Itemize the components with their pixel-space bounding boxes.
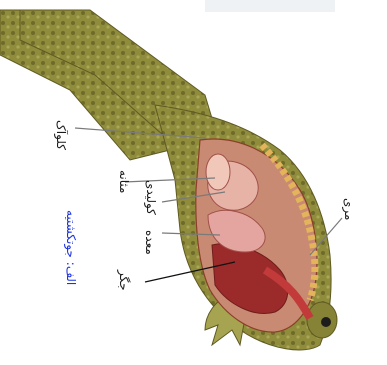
- label-bladder: مثانه: [118, 170, 130, 193]
- top-patch: [205, 0, 335, 12]
- frog-eye: [321, 317, 331, 327]
- figure-caption: الف: جوتکشتیه: [65, 210, 77, 285]
- label-liver: جگر: [118, 270, 130, 291]
- bladder-organ: [206, 154, 230, 190]
- label-esophagus: مری: [343, 198, 355, 220]
- label-cloaca: کلوآک: [55, 120, 67, 150]
- label-intestine: کولیدی: [145, 180, 157, 215]
- label-stomach: معده: [144, 230, 156, 255]
